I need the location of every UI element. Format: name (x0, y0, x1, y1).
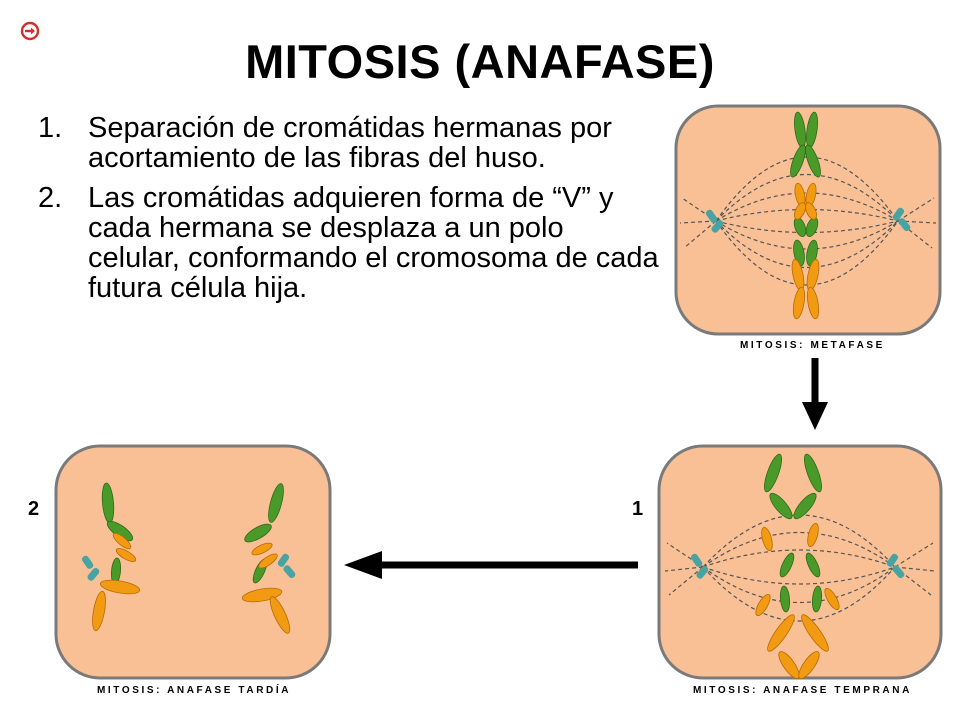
stage-number: 2 (28, 498, 40, 520)
centriole-icon (892, 207, 911, 232)
page-title: MITOSIS (ANAFASE) (245, 35, 715, 88)
centriole-icon (81, 555, 100, 581)
step-number: 2. (38, 182, 63, 214)
early-anaphase-caption: MITOSIS: ANAFASE TEMPRANA (693, 685, 912, 696)
step-number: 1. (38, 112, 63, 144)
step-text: Separación de cromátidas hermanas por ac… (88, 112, 612, 174)
metaphase-caption: MITOSIS: METAFASE (740, 340, 885, 351)
centriole-icon (886, 553, 905, 579)
step-item: 2. Las cromátidas adquieren forma de “V”… (38, 183, 660, 303)
stage-number: 1 (632, 498, 644, 520)
early-anaphase-cell-diagram (657, 444, 943, 680)
metaphase-cell-diagram (674, 104, 942, 336)
late-anaphase-cell-diagram (54, 444, 332, 680)
down-arrow-icon (802, 358, 828, 430)
centriole-icon (690, 553, 709, 579)
back-arrow-icon[interactable] (20, 21, 40, 41)
steps-list: 1. Separación de cromátidas hermanas por… (38, 113, 660, 313)
step-item: 1. Separación de cromátidas hermanas por… (38, 113, 660, 173)
left-arrow-icon (344, 551, 638, 579)
step-text: Las cromátidas adquieren forma de “V” y … (88, 182, 659, 304)
centriole-icon (705, 209, 724, 233)
centriole-icon (277, 553, 296, 579)
late-anaphase-caption: MITOSIS: ANAFASE TARDÍA (97, 685, 292, 696)
